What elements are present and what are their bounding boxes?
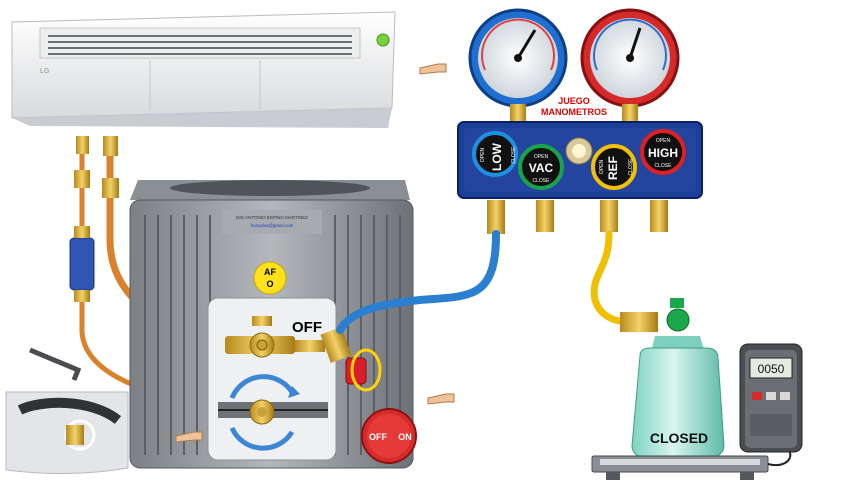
refrigerant-cylinder: CLOSED (620, 298, 725, 461)
pointing-hand-icon (175, 63, 455, 443)
gauge-set-subtitle: MANOMETROS (541, 107, 607, 117)
high-pressure-gauge (580, 8, 680, 122)
inset-photo-hex-key (5, 347, 129, 475)
svg-text:VAC: VAC (529, 161, 554, 175)
liquid-service-valve[interactable] (218, 374, 328, 451)
valve-knob-low[interactable]: LOW OPEN CLOSE (472, 131, 518, 177)
scale-button-2[interactable] (780, 392, 790, 400)
svg-text:CLOSE: CLOSE (533, 178, 551, 184)
low-pressure-gauge (468, 8, 568, 122)
scale-display-unit: 0050 (739, 343, 803, 453)
valve-state-label: OFF (292, 319, 322, 336)
svg-text:CLOSE: CLOSE (655, 163, 673, 169)
brand-logo: LG (40, 68, 49, 75)
flare-nut-liquid (76, 136, 89, 154)
gauge-set-title: JUEGO (558, 96, 590, 106)
yellow-hose (590, 230, 634, 326)
svg-text:AF: AF (264, 267, 276, 277)
svg-text:OPEN: OPEN (534, 154, 549, 160)
valve-knob-high[interactable]: OPEN HIGH CLOSE (640, 129, 686, 175)
valve-knob-vac[interactable]: OPEN VAC CLOSE (518, 144, 564, 190)
hex-key-icon (29, 347, 82, 381)
filter-drier (69, 237, 95, 291)
svg-text:LOW: LOW (490, 142, 504, 171)
weighing-scale-platform (591, 443, 792, 480)
highlight-ring (350, 348, 382, 392)
svg-text:CLOSE: CLOSE (511, 146, 517, 164)
svg-text:OPEN: OPEN (599, 160, 605, 175)
nameplate-line1: ING ANTONIO ESPINO MARTINEZ (236, 215, 308, 220)
svg-text:CLOSE: CLOSE (628, 158, 634, 176)
svg-text:OPEN: OPEN (480, 148, 486, 163)
af-badge (253, 261, 287, 295)
power-led (376, 33, 390, 47)
svg-text:OPEN: OPEN (656, 138, 671, 144)
valve-knob-ref[interactable]: REF OPEN CLOSE (591, 144, 637, 190)
switch-off-label: OFF (369, 432, 387, 442)
svg-text:REF: REF (606, 156, 620, 180)
scale-button-1[interactable] (766, 392, 776, 400)
blue-hose (336, 230, 500, 334)
power-switch[interactable]: OFF ON (361, 408, 417, 464)
svg-text:HIGH: HIGH (648, 146, 678, 160)
switch-on-label: ON (398, 432, 412, 442)
rotate-arrow-icon (288, 386, 300, 398)
service-port[interactable] (320, 327, 382, 392)
manifold-ports (487, 200, 668, 234)
svg-text:O: O (266, 279, 273, 289)
scale-button-red[interactable] (752, 392, 762, 400)
scale-reading: 0050 (758, 362, 785, 376)
cylinder-label: CLOSED (650, 430, 708, 446)
indoor-ac-unit: LG (11, 11, 396, 128)
flare-nut-suction (103, 136, 118, 156)
cylinder-valve-handle[interactable] (666, 308, 690, 332)
suction-service-valve[interactable] (225, 316, 325, 358)
nameplate-line2: hvacplus@gmail.com (251, 223, 294, 228)
